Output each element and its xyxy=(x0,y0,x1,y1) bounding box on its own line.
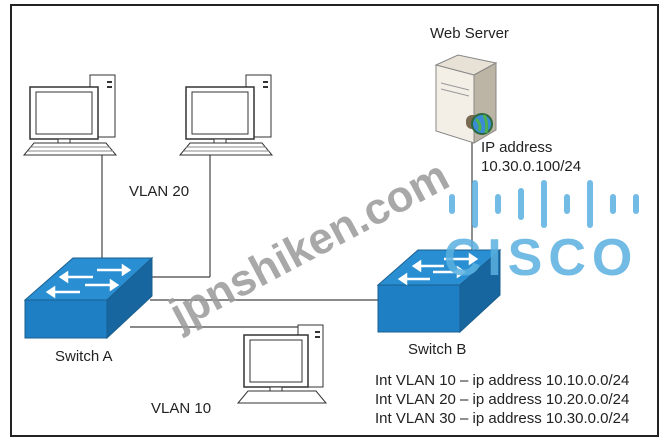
web-server-icon xyxy=(434,54,498,144)
vlan10-label: VLAN 10 xyxy=(151,400,211,417)
switch-a-icon xyxy=(23,256,154,340)
switch-a-label: Switch A xyxy=(55,348,113,365)
globe-icon xyxy=(471,113,493,135)
switch-b-label: Switch B xyxy=(408,341,466,358)
web-server-label: Web Server xyxy=(430,25,509,42)
pc-1-icon xyxy=(22,74,118,156)
cisco-logo-text: CISCO xyxy=(444,229,639,287)
server-ip-address: 10.30.0.100/24 xyxy=(481,158,581,175)
interface-vlan10: Int VLAN 10 – ip address 10.10.0.0/24 xyxy=(375,372,629,389)
diagram-border xyxy=(10,4,659,437)
interface-vlan20: Int VLAN 20 – ip address 10.20.0.0/24 xyxy=(375,391,629,408)
cisco-logo: CISCO xyxy=(444,180,639,287)
interface-vlan30: Int VLAN 30 – ip address 10.30.0.0/24 xyxy=(375,410,629,427)
vlan20-label: VLAN 20 xyxy=(129,183,189,200)
ip-address-label: IP address xyxy=(481,139,552,156)
links xyxy=(101,140,473,328)
pc-3-icon xyxy=(236,324,328,404)
switch-b-icon xyxy=(376,248,502,334)
pc-2-icon xyxy=(178,74,274,156)
